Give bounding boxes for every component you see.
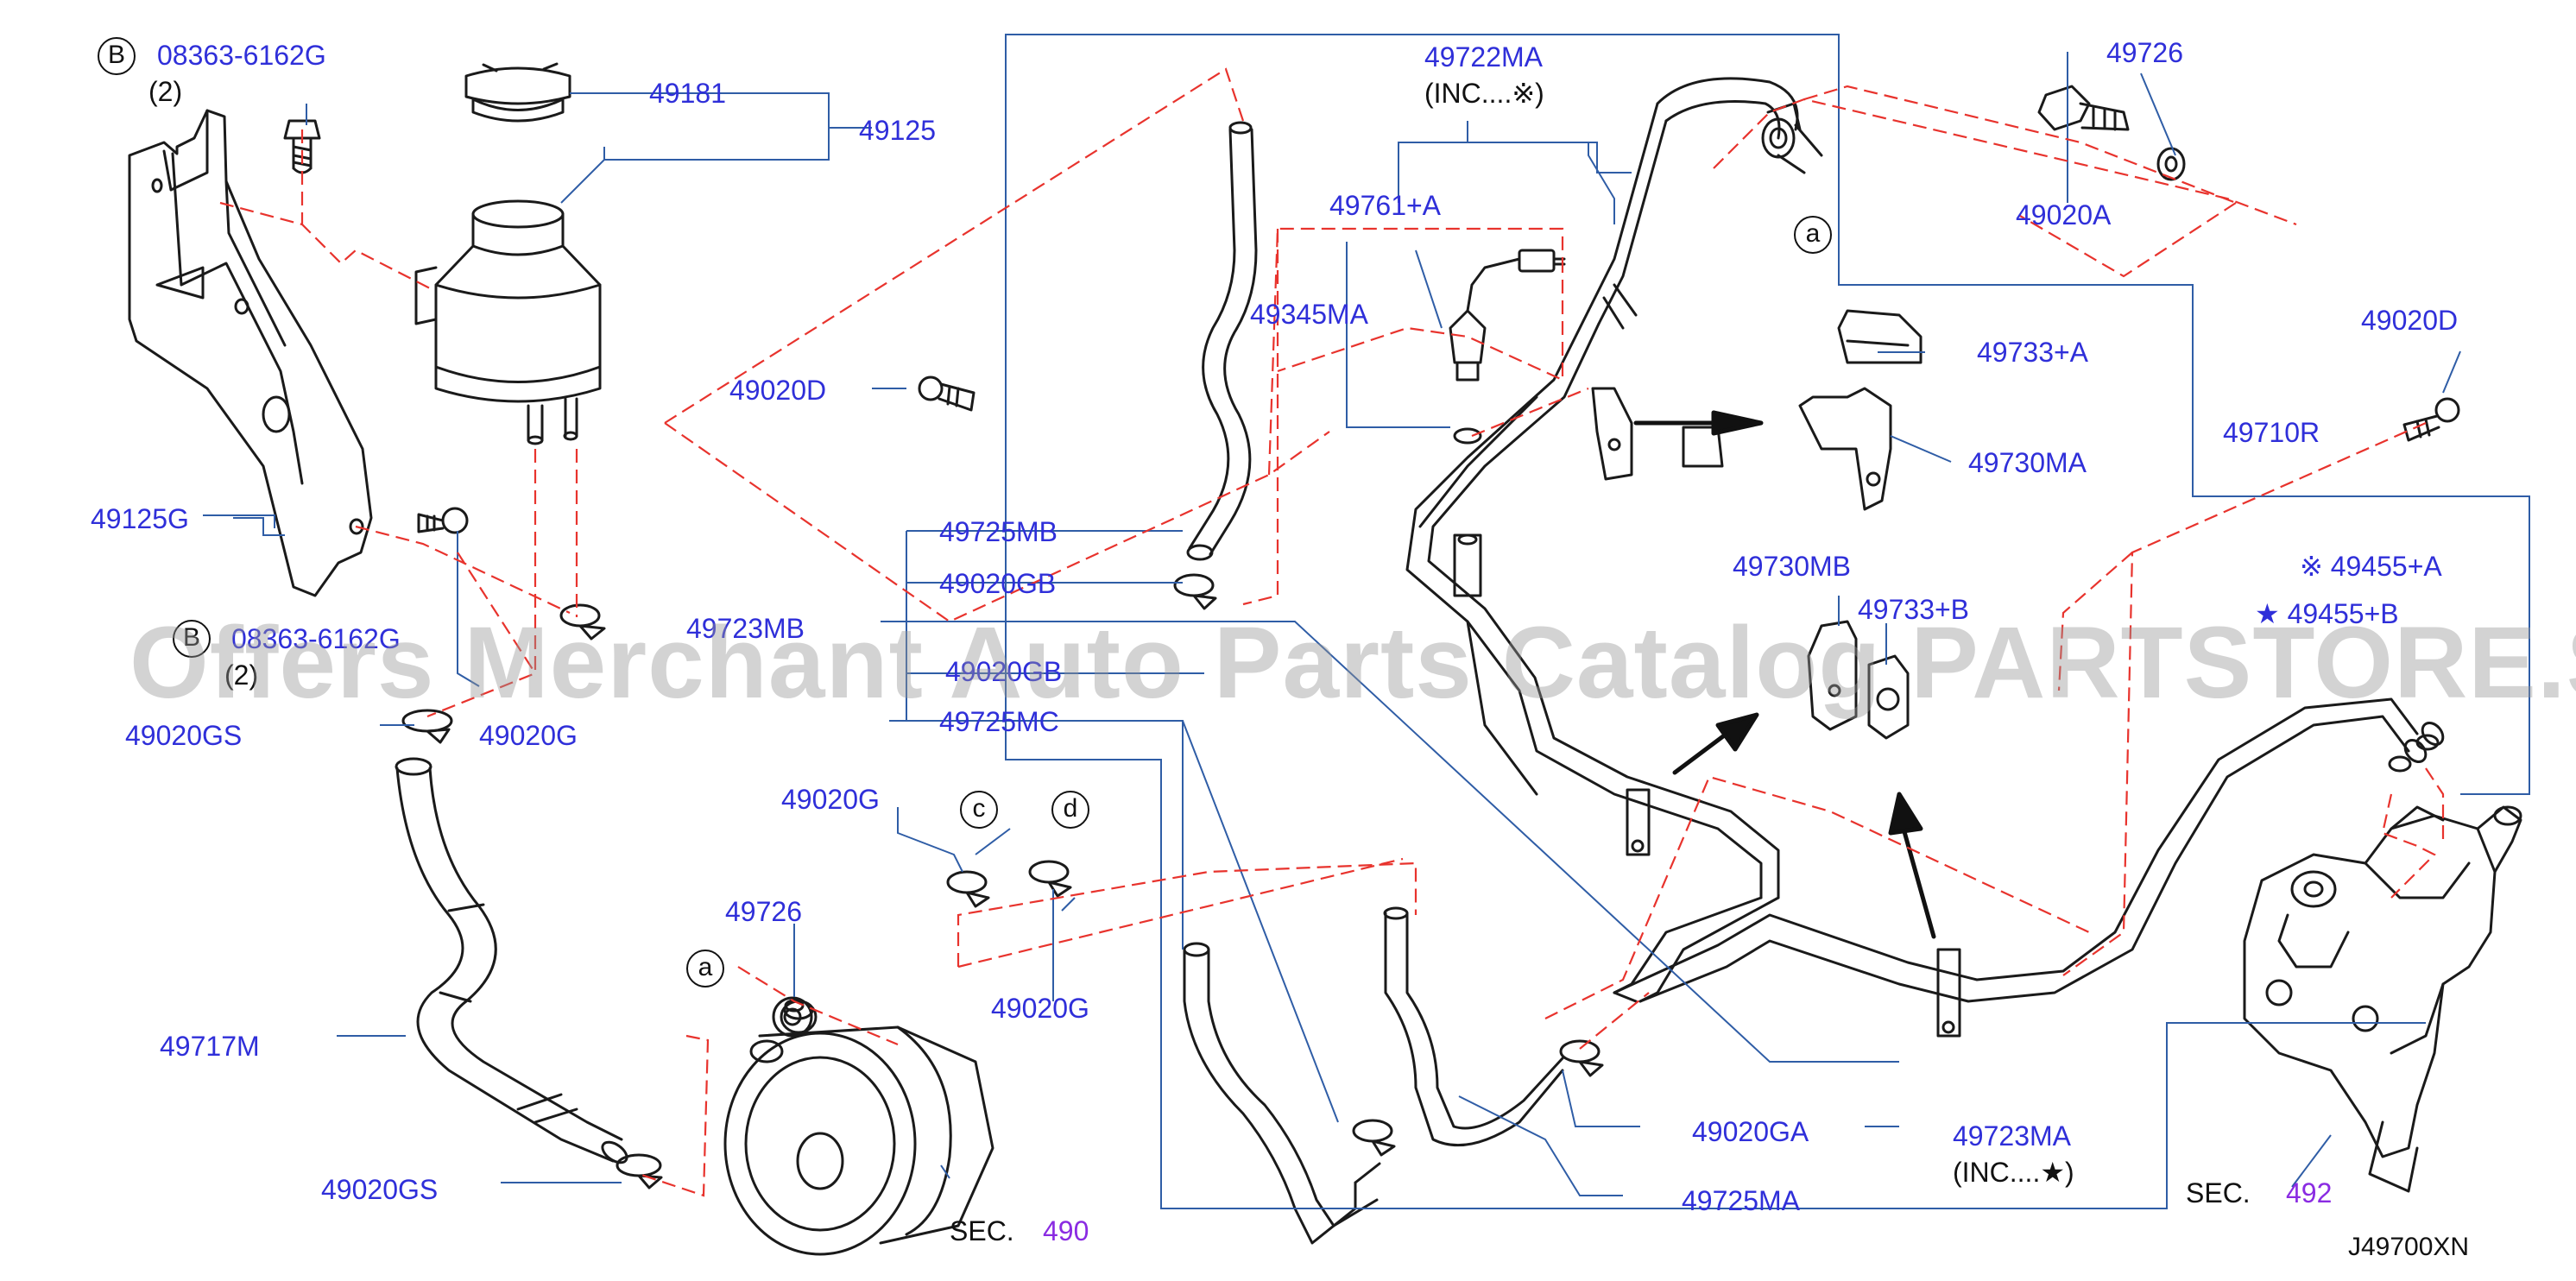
callout-sec492-label: SEC. xyxy=(2186,1177,2251,1208)
bolt-49020D-left xyxy=(918,375,975,412)
hose-49725MB xyxy=(1186,121,1258,561)
callout-49726-top[interactable]: 49726 xyxy=(2106,37,2183,68)
tube-fitting-49722MA xyxy=(1761,102,1823,174)
bolt-mid xyxy=(417,507,469,534)
o-rings-49455 xyxy=(2388,734,2440,773)
bracket-49730MB xyxy=(1807,620,1858,731)
callout-49020GS-upper[interactable]: 49020GS xyxy=(125,720,243,751)
washer-49726-top xyxy=(2156,147,2186,181)
power-steering-pump xyxy=(723,996,994,1256)
callout-49125[interactable]: 49125 xyxy=(859,115,936,146)
tube-bracket-upper xyxy=(1591,387,1633,481)
callout-sec492-link[interactable]: 492 xyxy=(2286,1177,2333,1208)
callout-sec490-label: SEC. xyxy=(950,1215,1014,1246)
connection-dashes xyxy=(219,67,2445,1197)
bolt-49020A xyxy=(2037,85,2130,131)
marker-a-pump: a xyxy=(686,950,724,988)
callout-49020G-mid[interactable]: 49020G xyxy=(781,784,880,815)
callout-49020G-mid2[interactable]: 49020G xyxy=(991,993,1089,1024)
callout-49722MA-inc: (INC....※) xyxy=(1424,78,1544,109)
marker-b-mid: B xyxy=(173,620,211,658)
callout-49725MB[interactable]: 49725MB xyxy=(939,516,1058,547)
reservoir-cap xyxy=(464,62,571,123)
callout-bolt-mid-qty: (2) xyxy=(224,659,259,691)
callout-49345MA[interactable]: 49345MA xyxy=(1250,299,1368,330)
callout-sec490-link[interactable]: 490 xyxy=(1043,1215,1089,1246)
diagram-code: J49700XN xyxy=(2348,1233,2470,1261)
callout-49730MB[interactable]: 49730MB xyxy=(1733,551,1851,582)
tube-clip-center xyxy=(1453,533,1482,597)
pressure-tubes xyxy=(1405,77,2445,1003)
hose-49725MC xyxy=(1183,942,1381,1245)
callout-49455A[interactable]: ※ 49455+A xyxy=(2300,551,2442,582)
bolt-49020D-right xyxy=(2402,397,2460,442)
callout-bolt-top-qty: (2) xyxy=(148,76,183,107)
callout-49723MA-inc: (INC....★) xyxy=(1953,1157,2074,1188)
bolt-top xyxy=(283,119,321,174)
callout-49020GS-lower[interactable]: 49020GS xyxy=(321,1174,439,1205)
callout-49020GB-2[interactable]: 49020GB xyxy=(945,656,1063,687)
bracket-49730MA xyxy=(1798,387,1892,511)
callout-49726-lower[interactable]: 49726 xyxy=(725,896,802,927)
callout-49455B[interactable]: ★ 49455+B xyxy=(2255,598,2399,629)
callout-49723MA[interactable]: 49723MA xyxy=(1953,1120,2071,1152)
leader-lines xyxy=(203,34,2530,1209)
hose-49725MA xyxy=(1383,906,1564,1147)
callout-49730MA[interactable]: 49730MA xyxy=(1968,447,2087,478)
callout-49020D-left[interactable]: 49020D xyxy=(729,375,827,406)
tube-bracket-lower xyxy=(1626,788,1961,1038)
callout-08363-6162G-mid[interactable]: 08363-6162G xyxy=(231,623,401,654)
callout-49725MC[interactable]: 49725MC xyxy=(939,706,1059,737)
direction-arrows xyxy=(1633,410,1936,939)
hose-49717M xyxy=(395,757,628,1164)
grommet-49733B xyxy=(1867,654,1910,740)
marker-a-top: a xyxy=(1794,216,1832,254)
marker-d: d xyxy=(1051,791,1089,829)
marker-c: c xyxy=(960,791,998,829)
callout-49020GB[interactable]: 49020GB xyxy=(939,568,1057,599)
callout-49710R[interactable]: 49710R xyxy=(2223,417,2320,448)
callout-49125G[interactable]: 49125G xyxy=(91,503,189,534)
callout-49725MA[interactable]: 49725MA xyxy=(1682,1185,1800,1216)
washer-49726-lower xyxy=(780,1000,818,1034)
callout-49020GA[interactable]: 49020GA xyxy=(1692,1116,1809,1147)
marker-b-top: B xyxy=(98,37,136,75)
callout-49761A[interactable]: 49761+A xyxy=(1329,190,1442,221)
callout-49020D-right[interactable]: 49020D xyxy=(2361,305,2459,336)
callout-49733A[interactable]: 49733+A xyxy=(1977,337,2089,368)
callout-49181[interactable]: 49181 xyxy=(649,78,726,109)
grommet-49733A xyxy=(1837,309,1923,364)
callout-49723MB[interactable]: 49723MB xyxy=(686,613,805,644)
reservoir-bracket xyxy=(128,109,373,597)
reservoir-tank xyxy=(414,199,602,445)
pressure-switch xyxy=(1449,249,1566,445)
callout-49020G-left[interactable]: 49020G xyxy=(479,720,578,751)
callout-49722MA[interactable]: 49722MA xyxy=(1424,41,1543,73)
callout-49020A[interactable]: 49020A xyxy=(2016,199,2112,230)
clamps xyxy=(401,573,1604,1190)
callout-08363-6162G-top[interactable]: 08363-6162G xyxy=(157,40,326,71)
callout-49717M[interactable]: 49717M xyxy=(160,1031,260,1062)
steering-gear xyxy=(2243,805,2522,1193)
callout-49733B[interactable]: 49733+B xyxy=(1858,594,1970,625)
